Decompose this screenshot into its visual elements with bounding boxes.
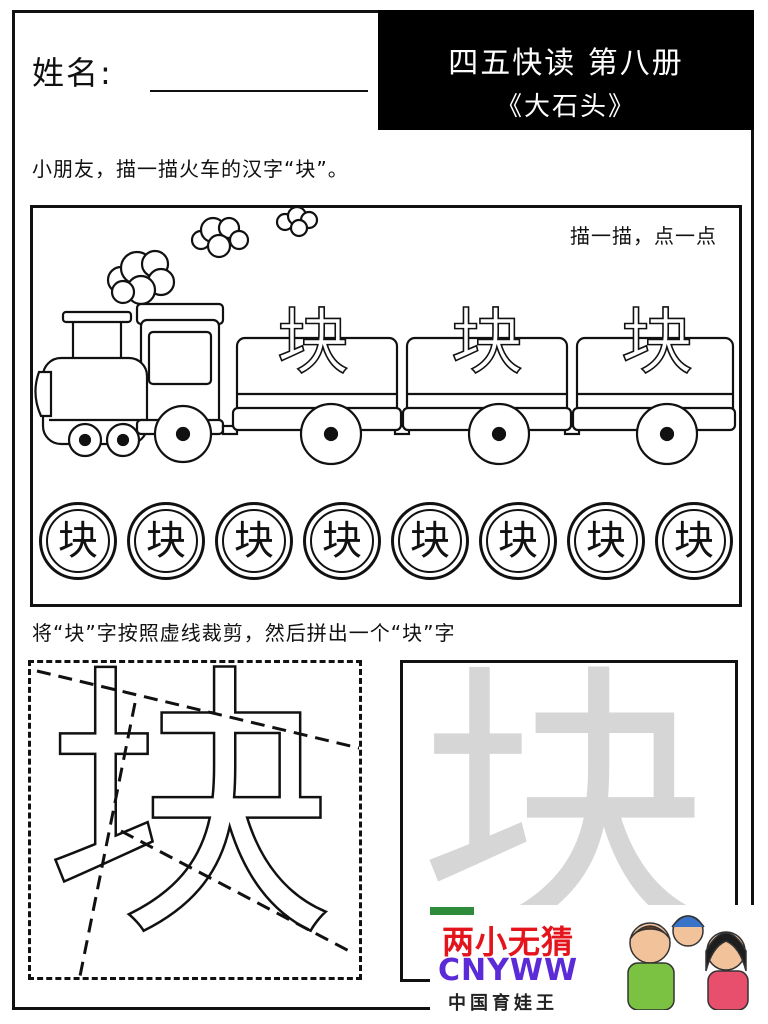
cut-out-box[interactable]: 块 <box>28 660 362 980</box>
title-banner: 四五快读 第八册 《大石头》 <box>378 10 754 130</box>
char-circle[interactable]: 块 <box>391 502 469 580</box>
train-char-1[interactable]: 块 <box>276 300 350 384</box>
guide-character: 块 <box>419 639 709 976</box>
watermark-line2: CNYWW <box>438 953 579 988</box>
watermark-line1: 两小无猜 <box>442 923 575 961</box>
watermark-line3: 中国育娃王 <box>448 993 558 1014</box>
assemble-box[interactable]: 块 <box>400 660 738 982</box>
watermark: 两小无猜 CNYWW 中国育娃王 <box>430 905 754 1014</box>
char-circle[interactable]: 块 <box>39 502 117 580</box>
dashed-cut-lines <box>36 669 359 977</box>
name-label: 姓名: <box>32 54 113 92</box>
character-circle-row: 块 块 块 块 块 块 块 块 <box>39 502 739 586</box>
trace-hint: 描一描，点一点 <box>570 224 717 248</box>
cloud-icon <box>275 208 319 238</box>
cut-instruction: 将“块”字按照虚线裁剪，然后拼出一个“块”字 <box>32 621 456 645</box>
family-mascot-icon <box>627 915 749 1010</box>
trace-instruction: 小朋友，描一描火车的汉字“块”。 <box>32 157 349 181</box>
char-circle[interactable]: 块 <box>303 502 381 580</box>
watermark-bar <box>430 907 474 915</box>
name-blank-line[interactable] <box>150 90 368 92</box>
char-circle[interactable]: 块 <box>655 502 733 580</box>
train-illustration <box>34 208 737 466</box>
train-char-2[interactable]: 块 <box>450 300 524 384</box>
train-activity-box: 描一描，点一点 块 块 块 块 块 块 块 块 块 块 块 <box>30 205 742 607</box>
train-car-3 <box>571 336 737 466</box>
locomotive <box>34 302 225 464</box>
cloud-icon <box>190 216 250 259</box>
book-title: 四五快读 第八册 <box>448 46 684 81</box>
train-char-3[interactable]: 块 <box>620 300 694 384</box>
cut-character: 块 <box>44 639 337 976</box>
lesson-title: 《大石头》 <box>495 92 636 122</box>
char-circle[interactable]: 块 <box>127 502 205 580</box>
char-circle[interactable]: 块 <box>567 502 645 580</box>
train-car-1 <box>231 336 403 466</box>
smoke-cloud-icon <box>106 249 176 306</box>
char-circle[interactable]: 块 <box>215 502 293 580</box>
train-car-2 <box>401 336 573 466</box>
char-circle[interactable]: 块 <box>479 502 557 580</box>
